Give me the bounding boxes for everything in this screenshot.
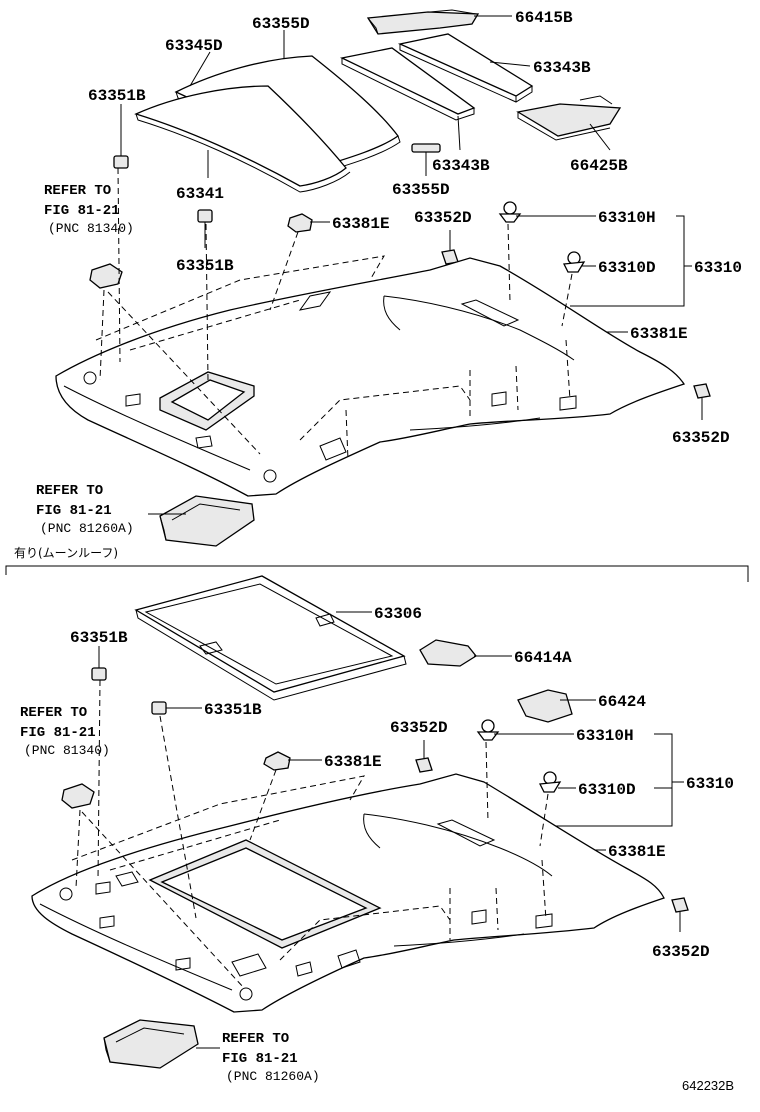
part-63381E-clip — [287, 213, 313, 233]
part-63343B-right — [397, 33, 534, 103]
part-63310D-lower — [538, 771, 562, 793]
lower-ref1-line3: (PNC 81340) — [24, 743, 110, 758]
label-63355D-top: 63355D — [252, 15, 310, 33]
part-63352D-left-lower — [415, 757, 433, 773]
label-63355D-mid: 63355D — [392, 181, 450, 199]
label-63351B-b: 63351B — [204, 701, 262, 719]
part-63352D-right — [693, 383, 711, 399]
part-66424 — [517, 689, 573, 723]
label-63352D-left-lower: 63352D — [390, 719, 448, 737]
label-66424: 66424 — [598, 693, 646, 711]
headliner-lower — [31, 773, 665, 1013]
part-63355D-mid — [411, 143, 441, 153]
part-63343B-mid — [339, 47, 476, 121]
label-63343B-mid: 63343B — [432, 157, 490, 175]
label-63351B-low: 63351B — [176, 257, 234, 275]
ref2-line2: FIG 81-21 — [36, 503, 112, 519]
label-63352D-right-lower: 63352D — [652, 943, 710, 961]
label-66415B: 66415B — [515, 9, 573, 27]
lower-ref2-line2: FIG 81-21 — [222, 1051, 298, 1067]
part-map-lamp-81340 — [89, 263, 123, 289]
part-63351B-top — [113, 155, 129, 169]
lower-ref1-line1: REFER TO — [20, 705, 87, 721]
part-63310H — [498, 201, 522, 223]
part-66425B — [516, 95, 622, 141]
lower-ref2-line1: REFER TO — [222, 1031, 289, 1047]
ref2-line3: (PNC 81260A) — [40, 521, 134, 536]
label-63352D-right: 63352D — [672, 429, 730, 447]
label-66425B: 66425B — [570, 157, 628, 175]
ref2-line1: REFER TO — [36, 483, 103, 499]
label-63381E-right: 63381E — [630, 325, 688, 343]
label-63310H-lower: 63310H — [576, 727, 634, 745]
upper-section: 66415B 63355D 63343B 63345D 63343B — [36, 9, 742, 547]
label-63310: 63310 — [694, 259, 742, 277]
label-63341: 63341 — [176, 185, 224, 203]
part-66414A — [419, 639, 477, 667]
label-63306: 63306 — [374, 605, 422, 623]
label-66414A: 66414A — [514, 649, 572, 667]
label-63351B-a: 63351B — [70, 629, 128, 647]
label-63310-lower: 63310 — [686, 775, 734, 793]
label-63381E-clip-lower: 63381E — [324, 753, 382, 771]
label-63352D-left: 63352D — [414, 209, 472, 227]
part-lamp-81260A-lower — [103, 1019, 199, 1069]
part-66415B — [366, 9, 480, 35]
label-63351B-top: 63351B — [88, 87, 146, 105]
part-63381E-clip-lower — [263, 751, 291, 771]
part-63310D — [562, 251, 586, 273]
ref1-line3: (PNC 81340) — [48, 221, 134, 236]
lower-ref2-line3: (PNC 81260A) — [226, 1069, 320, 1084]
part-63351B-b — [151, 701, 167, 715]
label-63310H: 63310H — [598, 209, 656, 227]
label-63381E-clip: 63381E — [332, 215, 390, 233]
label-63343B-right: 63343B — [533, 59, 591, 77]
ref1-line2: FIG 81-21 — [44, 203, 120, 219]
lower-section: 63306 63351B 66414A 66424 63351B REFER T… — [20, 575, 734, 1084]
lower-ref1-line2: FIG 81-21 — [20, 725, 96, 741]
bracket-63310-lower — [550, 733, 673, 827]
part-map-lamp-81340-lower — [61, 783, 95, 809]
section-divider — [5, 565, 749, 582]
headliner-upper — [55, 257, 686, 497]
part-lamp-81260A — [159, 495, 255, 547]
ref1-line1: REFER TO — [44, 183, 111, 199]
part-63352D-right-lower — [671, 897, 689, 913]
part-63341 — [134, 85, 351, 193]
label-63310D-lower: 63310D — [578, 781, 636, 799]
label-63310D: 63310D — [598, 259, 656, 277]
part-63306 — [134, 575, 407, 701]
part-63351B-a — [91, 667, 107, 681]
part-63351B-low — [197, 209, 213, 223]
figure-code: 642232B — [682, 1078, 734, 1093]
section-note: 有り(ムーンルーフ) — [14, 546, 118, 560]
label-63345D: 63345D — [165, 37, 223, 55]
part-63310H-lower — [476, 719, 500, 741]
label-63381E-right-lower: 63381E — [608, 843, 666, 861]
